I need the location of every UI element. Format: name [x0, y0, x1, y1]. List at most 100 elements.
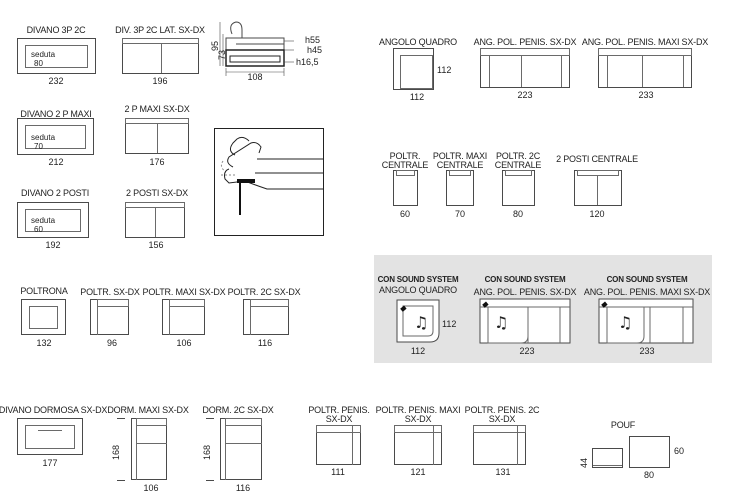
- width-dimension: 121: [410, 467, 426, 477]
- reclining-mechanism-drawing: [220, 136, 323, 215]
- module-name: DIV. 3P 2C LAT. SX-DX: [115, 25, 205, 35]
- module-name: POLTR. 2C CENTRALE: [494, 151, 542, 170]
- width-dimension: 70: [454, 209, 466, 219]
- arm-divider: [607, 56, 608, 87]
- seat-area: [25, 125, 86, 149]
- depth-dimension: 60: [674, 446, 685, 456]
- sound-tag: CON SOUND SYSTEM: [484, 275, 566, 284]
- speaker-icon: [482, 301, 489, 308]
- arm-line: [169, 299, 170, 335]
- seat-outline: [446, 170, 474, 206]
- sofa-outline: [17, 38, 96, 74]
- width-dimension: 106: [143, 483, 159, 493]
- pouf-side-view: [592, 448, 623, 468]
- arm-divider: [489, 56, 490, 87]
- depth-dimension: 108: [247, 72, 263, 82]
- backrest: [473, 425, 526, 433]
- sofa-outline: [17, 118, 94, 155]
- backrest: [505, 170, 532, 176]
- backrest: [125, 118, 189, 124]
- sofa-outline: [125, 202, 185, 238]
- reclining-detail-frame: [214, 128, 324, 236]
- seat-area: [400, 55, 433, 89]
- backrest: [577, 170, 619, 176]
- seat-area: [25, 45, 88, 68]
- width-dimension: 96: [106, 338, 118, 348]
- chaise-outline: [473, 425, 526, 465]
- seat-outline: [393, 170, 418, 206]
- sofa-bed-outline: [131, 418, 167, 480]
- module-name: DIVANO 2 P MAXI: [20, 109, 92, 119]
- width-dimension: 80: [512, 209, 524, 219]
- corner-outline: [480, 48, 570, 88]
- width-dimension: 176: [149, 157, 165, 167]
- width-dimension: 131: [495, 467, 511, 477]
- armchair-outline: [21, 299, 66, 335]
- backrest: [449, 170, 471, 176]
- module-name: DORM. 2C SX-DX: [202, 405, 274, 415]
- width-dimension: 111: [331, 467, 345, 477]
- dimension-tick: [117, 418, 125, 419]
- arm-line: [136, 418, 137, 480]
- sofa-outline: [125, 118, 189, 154]
- seat-note: seduta 80: [31, 50, 56, 68]
- arm-line: [517, 425, 518, 465]
- width-dimension: 233: [639, 346, 655, 356]
- height-dimension: 44: [579, 457, 589, 468]
- arm-line: [352, 425, 353, 465]
- music-note-icon: ♫: [494, 313, 509, 332]
- module-name: DIVANO DORMOSA SX-DX: [0, 405, 108, 415]
- speaker-icon: [601, 301, 608, 308]
- music-note-icon: ♫: [618, 313, 633, 332]
- width-dimension: 196: [152, 76, 168, 86]
- width-dimension: 106: [176, 338, 192, 348]
- module-name: POLTR. 2C SX-DX: [227, 287, 301, 297]
- module-name: ANG. POL. PENIS. SX-DX: [473, 37, 577, 47]
- corner-outline: [393, 48, 434, 90]
- backrest: [125, 202, 185, 208]
- module-name: DIVANO 3P 2C: [26, 25, 86, 35]
- backrest: [97, 299, 129, 307]
- module-name: POUF: [610, 420, 636, 430]
- sofa-bed-outline: [220, 418, 262, 480]
- width-dimension: 112: [410, 346, 426, 356]
- width-dimension: 60: [399, 209, 411, 219]
- seat-divider: [157, 124, 158, 153]
- arm-line: [97, 299, 98, 335]
- corner-outline: [396, 299, 440, 343]
- width-dimension: 156: [148, 240, 164, 250]
- seat-area: [29, 306, 58, 329]
- backrest: [316, 425, 361, 433]
- module-name: DIVANO 2 POSTI: [20, 188, 90, 198]
- armchair-outline: [243, 299, 289, 335]
- width-dimension: 116: [235, 483, 251, 493]
- seat-divider: [597, 176, 598, 205]
- corner-outline: [598, 298, 694, 344]
- bed-fold-line: [38, 430, 62, 431]
- sofa-bed-outline: [17, 418, 83, 455]
- backrest: [598, 48, 692, 56]
- width-dimension: 177: [42, 458, 58, 468]
- seat-divider: [642, 56, 643, 87]
- width-dimension: 120: [589, 209, 605, 219]
- arm-line: [225, 418, 226, 480]
- seat-divider: [521, 56, 522, 87]
- pouf-base-line: [593, 465, 622, 466]
- seat-note: seduta 70: [31, 133, 56, 151]
- module-name: 2 POSTI CENTRALE: [556, 154, 638, 164]
- arm-line: [433, 425, 434, 465]
- seat-note: seduta 60: [31, 216, 56, 234]
- speaker-icon: [400, 305, 407, 312]
- width-dimension: 132: [36, 338, 52, 348]
- sound-tag: CON SOUND SYSTEM: [377, 275, 459, 284]
- module-name: ANGOLO QUADRO: [379, 285, 457, 295]
- chaise-divider: [561, 56, 562, 87]
- module-name: POLTR. PENIS. 2C SX-DX: [464, 405, 540, 424]
- seat-divider: [161, 44, 162, 73]
- corner-outline: [479, 298, 571, 344]
- module-name: ANG. POL. PENIS. MAXI SX-DX: [581, 37, 709, 47]
- dimension-tick: [117, 480, 125, 481]
- backrest: [396, 170, 415, 176]
- height-16-5: h16,5: [296, 57, 319, 67]
